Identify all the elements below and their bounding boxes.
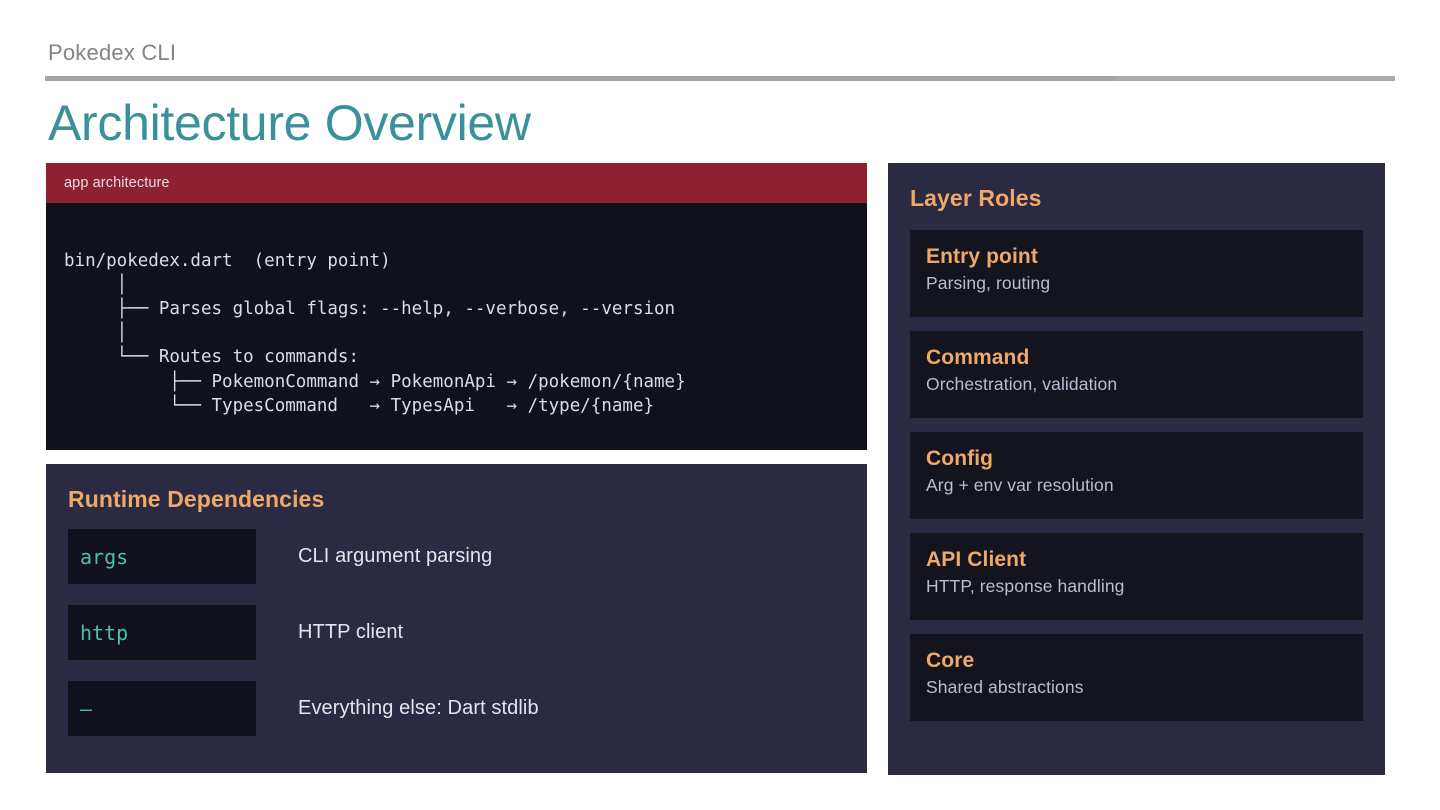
layer-name: Config [926, 447, 994, 470]
layer-description: Arg + env var resolution [926, 475, 1114, 496]
dependency-package-chip: http [68, 605, 256, 660]
layer-description: Parsing, routing [926, 273, 1051, 294]
layer-card-entry-point: Entry point Parsing, routing [910, 230, 1363, 317]
layer-name: Entry point [926, 245, 1038, 268]
page-title: Architecture Overview [48, 95, 531, 151]
layer-roles-heading: Layer Roles [910, 185, 1042, 211]
layer-description: HTTP, response handling [926, 576, 1125, 597]
dependency-package-label: args [80, 544, 129, 569]
layer-name: Command [926, 346, 1030, 369]
terminal-titlebar: app architecture [46, 163, 867, 203]
terminal-card: app architecture bin/pokedex.dart (entry… [46, 163, 867, 450]
dependency-description: Everything else: Dart stdlib [298, 697, 539, 719]
dependency-package-chip: — [68, 681, 256, 736]
dependency-description: CLI argument parsing [298, 545, 493, 567]
layer-name: API Client [926, 548, 1027, 571]
terminal-code-block: bin/pokedex.dart (entry point) │ ├── Par… [64, 250, 686, 416]
runtime-dependencies-heading: Runtime Dependencies [68, 486, 325, 512]
layer-card-config: Config Arg + env var resolution [910, 432, 1363, 519]
layer-description: Shared abstractions [926, 677, 1084, 698]
header-divider-accent [45, 76, 1115, 81]
layer-card-command: Command Orchestration, validation [910, 331, 1363, 418]
slide-eyebrow: Pokedex CLI [48, 40, 177, 65]
dependency-row: args CLI argument parsing [68, 529, 845, 584]
terminal-title-label: app architecture [64, 175, 170, 191]
layer-card-core: Core Shared abstractions [910, 634, 1363, 721]
left-column: app architecture bin/pokedex.dart (entry… [46, 163, 867, 773]
dependency-package-label: — [80, 696, 93, 721]
layer-card-api-client: API Client HTTP, response handling [910, 533, 1363, 620]
layer-description: Orchestration, validation [926, 374, 1118, 395]
dependency-description: HTTP client [298, 621, 404, 643]
header-divider [45, 76, 1395, 81]
dependency-package-chip: args [68, 529, 256, 584]
dependency-row: — Everything else: Dart stdlib [68, 681, 845, 736]
layer-roles-panel: Layer Roles Entry point Parsing, routing… [888, 163, 1385, 775]
dependency-package-label: http [80, 620, 129, 645]
layer-name: Core [926, 649, 975, 672]
runtime-dependencies-card: Runtime Dependencies args CLI argument p… [46, 464, 867, 773]
dependency-row: http HTTP client [68, 605, 845, 660]
